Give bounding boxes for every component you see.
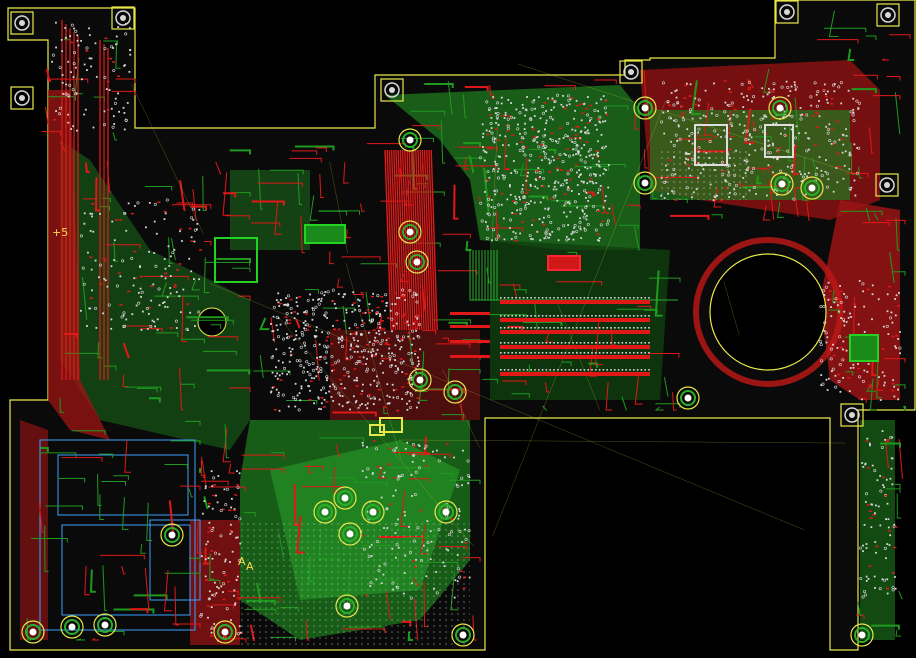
mounting-hole-icon [10,11,34,35]
ic-footprints [214,124,879,436]
mounting-hole-icon [313,500,337,524]
mounting-hole-icon [160,523,184,547]
silkscreen-mark-upper-left: +5 [52,226,68,239]
silkscreen-mark-lower-left: A [238,555,246,568]
mounting-hole-icon [770,172,794,196]
mounting-hole-icon [398,128,422,152]
mounting-hole-icon [213,620,237,644]
mounting-hole-icon [10,86,34,110]
mounting-hole-icon [768,96,792,120]
mounting-hole-icon [380,78,404,102]
mounting-hole-icon [676,386,700,410]
mounting-hole-icon [405,250,429,274]
mounting-hole-icon [850,623,874,647]
mounting-hole-icon [840,403,864,427]
mounting-hole-icon [633,96,657,120]
mounting-hole-icon [361,500,385,524]
memory-bus-traces [450,297,650,376]
mounting-hole-icon [335,594,359,618]
mounting-holes [10,0,900,647]
mounting-hole-icon [875,173,899,197]
silkscreen-mark-bottom-center: A [246,560,254,573]
mounting-hole-icon [60,615,84,639]
mounting-hole-icon [633,171,657,195]
mounting-hole-icon [408,368,432,392]
mounting-hole-icon [800,176,824,200]
routing-traces [26,10,911,643]
mounting-hole-icon [876,3,900,27]
mounting-hole-icon [93,613,117,637]
mounting-hole-icon [338,522,362,546]
mounting-hole-icon [775,0,799,24]
mounting-hole-icon [21,620,45,644]
mounting-hole-icon [434,500,458,524]
mounting-hole-icon [619,60,643,84]
mounting-hole-icon [398,220,422,244]
mounting-hole-icon [443,380,467,404]
component-pads [51,21,902,650]
mounting-hole-icon [333,486,357,510]
mounting-hole-icon [451,623,475,647]
mounting-hole-icon [111,6,135,30]
